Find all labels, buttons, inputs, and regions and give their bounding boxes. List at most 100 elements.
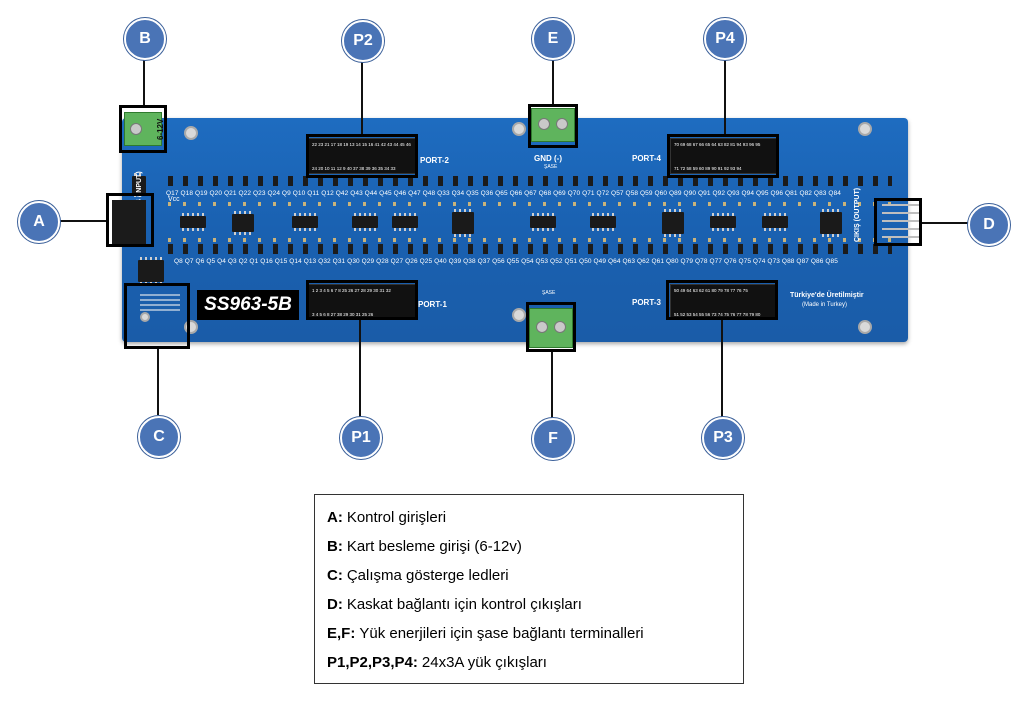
driver-chip <box>662 209 684 237</box>
highlight-box-p2 <box>306 134 418 178</box>
mounting-hole <box>512 308 526 322</box>
legend-text: Kontrol girişleri <box>346 509 447 526</box>
legend-row: E,F:Yük enerjileri için şase bağlantı te… <box>327 619 743 648</box>
callout-b: B <box>124 18 166 60</box>
made-in-turkey-tr: Türkiye'de Üretilmiştir <box>790 292 864 299</box>
shift-register-chip <box>180 213 206 231</box>
legend-text: Çalışma gösterge ledleri <box>346 567 509 584</box>
transistor-row-bottom <box>168 244 892 254</box>
legend-key: B: <box>327 538 343 555</box>
input-connector <box>112 200 146 244</box>
leader-line-f <box>551 352 553 418</box>
legend-text: Yük enerjileri için şase bağlantı termin… <box>359 625 644 642</box>
output-pins <box>882 204 920 240</box>
p1-pins-bottom: 3 4 5 6 8 27 38 29 30 31 25 26 <box>312 312 374 317</box>
legend-key: P1,P2,P3,P4: <box>327 654 418 671</box>
legend-key: C: <box>327 567 343 584</box>
highlight-box-p1 <box>306 280 418 320</box>
legend-row: D:Kaskat bağlantı için kontrol çıkışları <box>327 590 743 619</box>
highlight-box-p3 <box>666 280 778 320</box>
transistor-row-top <box>168 176 892 186</box>
highlight-box-e <box>528 104 578 148</box>
leader-line-e <box>552 58 554 104</box>
shift-register-chip <box>590 213 616 231</box>
gnd-top-label: GND (-) <box>534 154 562 163</box>
control-chip <box>138 257 164 285</box>
q-labels-bottom: Q8 Q7 Q6 Q5 Q4 Q3 Q2 Q1 Q16 Q15 Q14 Q13 … <box>174 258 838 265</box>
output-label: ÇIKIŞ (OUTPUT) <box>854 187 861 242</box>
shift-register-chip <box>352 213 378 231</box>
leader-line-b <box>143 57 145 105</box>
mounting-hole <box>184 126 198 140</box>
gnd-terminal-bottom <box>529 308 573 348</box>
legend-row: B:Kart besleme girişi (6-12v) <box>327 532 743 561</box>
p2-pins-bottom: 24 20 10 11 12 9 40 37 38 39 36 35 34 33 <box>312 166 396 171</box>
screw <box>536 321 548 333</box>
port-4-label: PORT-4 <box>632 154 661 163</box>
highlight-box-p4 <box>667 134 779 178</box>
legend-row: C:Çalışma gösterge ledleri <box>327 561 743 590</box>
leader-line-p3 <box>721 320 723 418</box>
port-2-label: PORT-2 <box>420 156 449 165</box>
highlight-box-b <box>119 105 167 153</box>
p2-header <box>308 138 416 174</box>
p3-pins-top: 50 49 64 63 62 61 80 79 78 77 76 75 <box>674 288 748 293</box>
screw <box>556 118 568 130</box>
shift-register-chip <box>292 213 318 231</box>
leader-line-d <box>922 222 970 224</box>
shift-register-chip <box>530 213 556 231</box>
legend-row: A:Kontrol girişleri <box>327 503 743 532</box>
resistor-row-top <box>168 202 892 206</box>
leader-line-c <box>157 349 159 415</box>
driver-chip <box>452 209 474 237</box>
legend-row: P1,P2,P3,P4:24x3A yük çıkışları <box>327 648 743 677</box>
supply-terminal <box>124 112 162 146</box>
callout-f: F <box>532 418 574 460</box>
legend-key: A: <box>327 509 343 526</box>
p4-header <box>670 138 778 174</box>
callout-p3: P3 <box>702 417 744 459</box>
callout-p2: P2 <box>342 20 384 62</box>
p1-pins-top: 1 2 3 4 5 6 7 8 25 26 27 28 29 30 31 32 <box>312 288 391 293</box>
vcc-label: Vcc <box>168 196 180 203</box>
mounting-hole <box>858 122 872 136</box>
leader-line-p1 <box>359 320 361 418</box>
screw <box>538 118 550 130</box>
q-labels-top: Q17 Q18 Q19 Q20 Q21 Q22 Q23 Q24 Q9 Q10 Q… <box>166 190 842 197</box>
leader-line-p4 <box>724 58 726 134</box>
mounting-hole <box>858 320 872 334</box>
status-leds <box>140 294 180 314</box>
callout-c: C <box>138 416 180 458</box>
port-3-label: PORT-3 <box>632 298 661 307</box>
gnd-terminal-top <box>531 108 575 142</box>
shift-register-chip <box>762 213 788 231</box>
sase-top-label: ŞASE <box>544 164 558 170</box>
shift-register-chip <box>392 213 418 231</box>
p2-pins-top: 22 23 21 17 18 19 13 14 15 16 41 42 43 4… <box>312 142 411 147</box>
callout-d: D <box>968 204 1010 246</box>
mounting-hole <box>512 122 526 136</box>
p4-pins-bottom: 71 72 58 59 60 89 90 91 92 93 94 <box>674 166 742 171</box>
callout-p1: P1 <box>340 417 382 459</box>
highlight-box-a <box>106 193 154 247</box>
screw <box>130 123 142 135</box>
model-label: SS963-5B <box>197 290 299 320</box>
p3-pins-bottom: 51 52 53 54 55 56 73 74 75 76 77 78 79 8… <box>674 312 761 317</box>
callout-p4: P4 <box>704 18 746 60</box>
screw <box>554 321 566 333</box>
legend-text: 24x3A yük çıkışları <box>421 654 547 671</box>
port-1-label: PORT-1 <box>418 300 447 309</box>
leader-line-a <box>56 220 106 222</box>
legend-key: D: <box>327 596 343 613</box>
highlight-box-d <box>874 198 922 246</box>
driver-chip <box>232 211 254 235</box>
legend-key: E,F: <box>327 625 356 642</box>
legend-text: Kaskat bağlantı için kontrol çıkışları <box>346 596 582 613</box>
resistor-row-bottom <box>168 238 892 242</box>
legend-text: Kart besleme girişi (6-12v) <box>346 538 522 555</box>
p4-pins-top: 70 69 68 67 66 65 64 63 82 81 94 93 96 9… <box>674 142 761 147</box>
callout-a: A <box>18 201 60 243</box>
legend-box: A:Kontrol girişleri B:Kart besleme giriş… <box>314 494 744 684</box>
driver-chip <box>820 209 842 237</box>
highlight-box-c <box>124 283 190 349</box>
